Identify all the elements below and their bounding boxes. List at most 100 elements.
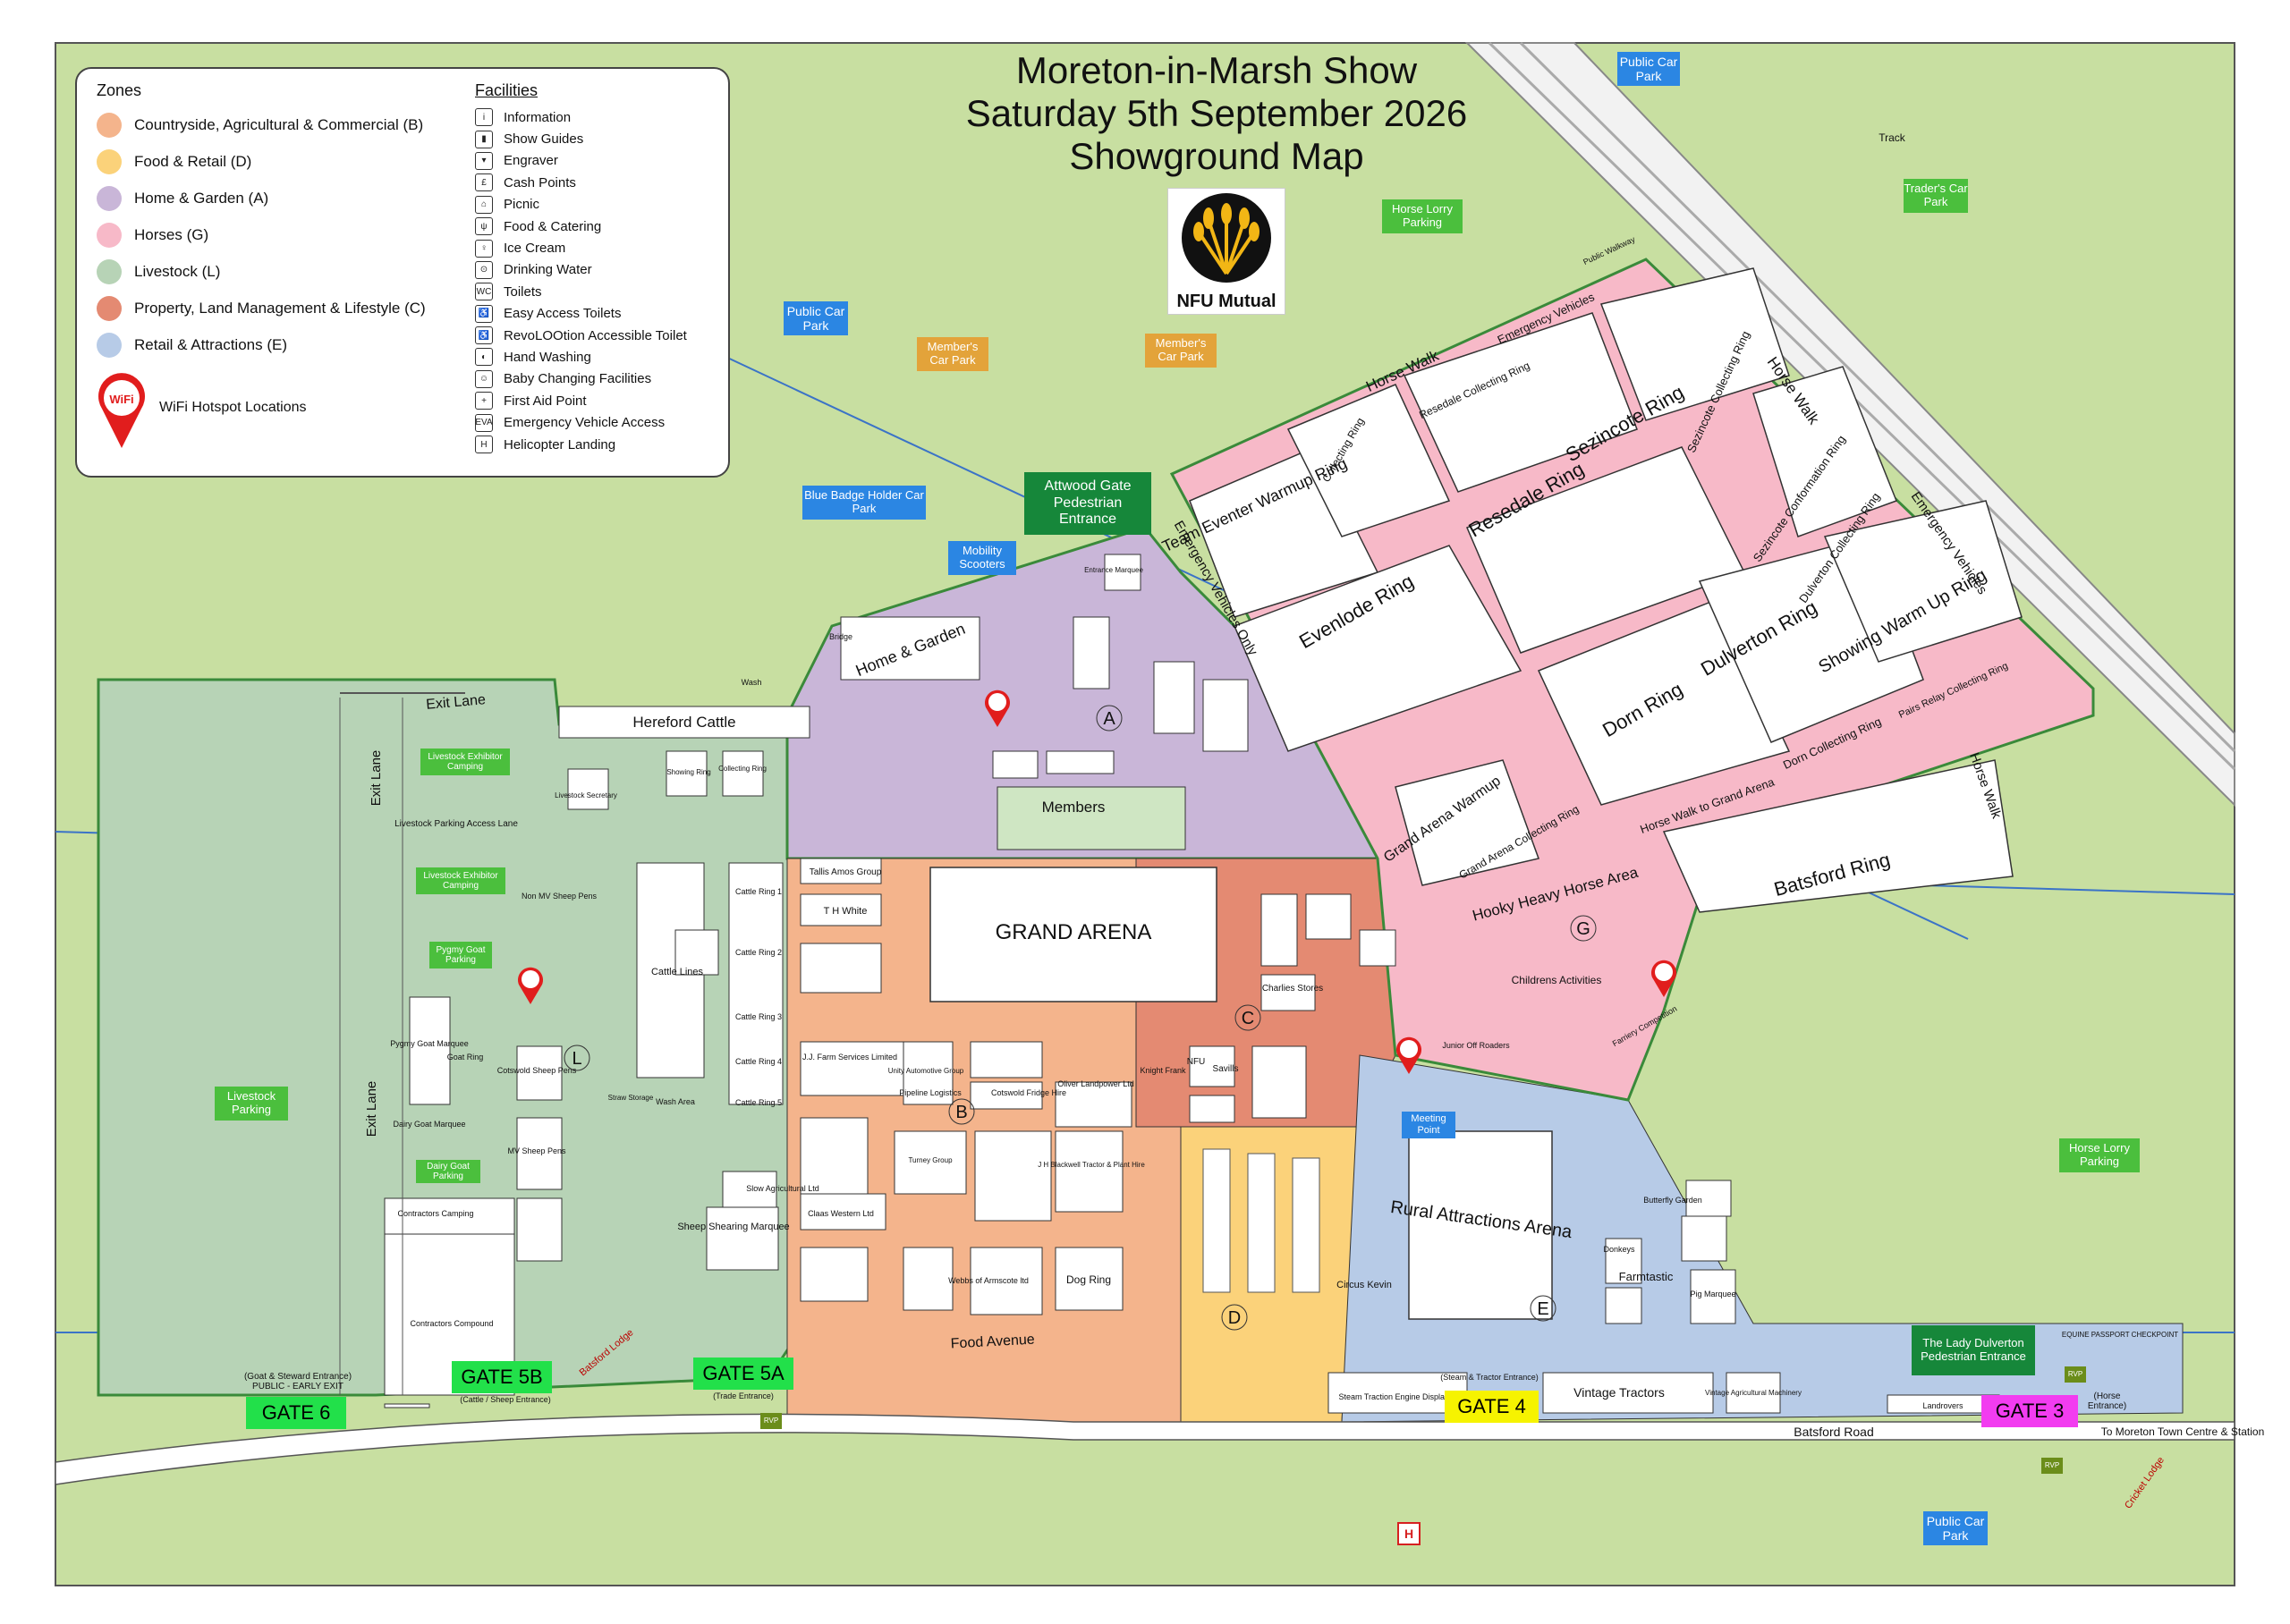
zone-label: Food & Retail (D) (134, 152, 252, 170)
pygmy-goat-parking-badge: Pygmy Goat Parking (429, 942, 492, 968)
facility-label: Ice Cream (504, 241, 566, 257)
cattle-ring-label: Cattle Ring 2 (735, 948, 782, 957)
landrovers-label: Landrovers (1922, 1401, 1963, 1410)
wash-label: Wash (742, 678, 762, 687)
zone-letter-circle (1570, 915, 1597, 942)
th-white-label: T H White (824, 906, 868, 917)
facility-label: Drinking Water (504, 262, 592, 278)
facility-label: Emergency Vehicle Access (504, 415, 666, 431)
steam-display-label: Steam Traction Engine Display (1338, 1392, 1449, 1401)
title-line2: Saturday 5th September 2026 (965, 92, 1468, 134)
gate-5a-note: (Trade Entrance) (713, 1391, 774, 1400)
vintage-tractors-label: Vintage Tractors (1573, 1385, 1665, 1400)
wifi-hotspot-icon (1650, 959, 1678, 998)
wifi-hotspot-icon (983, 689, 1012, 728)
public-car-park-badge: Public Car Park (784, 301, 848, 335)
title-line3: Showground Map (1069, 135, 1364, 177)
zone-swatch (97, 295, 122, 321)
zone-swatch (97, 112, 122, 138)
gate-4-badge: GATE 4 (1445, 1391, 1539, 1423)
jh-blackwell-label: J H Blackwell Tractor & Plant Hire (1038, 1161, 1145, 1169)
webbs-label: Webbs of Armscote ltd (948, 1276, 1029, 1285)
facility-label: Toilets (504, 283, 542, 300)
facility-legend-item: H Helicopter Landing (475, 434, 725, 455)
grand-arena-shape (929, 867, 1217, 1002)
sheep-marquee-label: Sheep Shearing Marquee (677, 1222, 789, 1232)
town-direction-label: To Moreton Town Centre & Station (2101, 1425, 2265, 1438)
cattle-ring-label: Cattle Ring 3 (735, 1012, 782, 1021)
members-car-park-badge: Member's Car Park (917, 337, 988, 371)
claas-label: Claas Western Ltd (808, 1209, 874, 1218)
jj-farm-label: J.J. Farm Services Limited (802, 1053, 897, 1062)
zone-letter-circle (1234, 1004, 1261, 1031)
zone-letter-label: C (1242, 1009, 1254, 1028)
cotswold-fridge-label: Cotswold Fridge Hire (991, 1088, 1066, 1097)
facility-legend-item: £Cash Points (475, 172, 725, 193)
zone-label: Countryside, Agricultural & Commercial (… (134, 115, 424, 133)
straw-storage-label: Straw Storage (608, 1094, 654, 1102)
facility-legend-item: ⊙Drinking Water (475, 259, 725, 281)
facility-legend-item: ▾Engraver (475, 150, 725, 172)
food-avenue-label: Food Avenue (950, 1332, 1035, 1352)
dairy-goat-parking-badge: Dairy Goat Parking (416, 1160, 480, 1183)
picnic-icon: ⌂ (475, 195, 493, 214)
exhibitor-camping-badge: Livestock Exhibitor Camping (416, 867, 505, 894)
facility-label: First Aid Point (504, 393, 587, 409)
knight-frank-label: Knight Frank (1140, 1066, 1186, 1075)
exit-lane-vertical-label: Exit Lane (364, 1081, 379, 1138)
cotswold-sheep-pens-label: Cotswold Sheep Pens (497, 1066, 577, 1075)
contractors-compound-label: Contractors Compound (410, 1319, 493, 1328)
facility-label: Engraver (504, 153, 558, 169)
gate-6-badge: GATE 6 (246, 1397, 346, 1429)
zone-letter-label: B (955, 1103, 967, 1122)
track-label: Track (1879, 131, 1906, 144)
members-car-park-badge: Member's Car Park (1145, 334, 1217, 368)
ice-cream-icon: ♀ (475, 239, 493, 258)
nfu-label: NFU (1187, 1057, 1206, 1067)
helicopter-landing-icon: H (1397, 1522, 1421, 1545)
zones-title: Zones (97, 81, 142, 99)
cattle-ring-label: Cattle Ring 4 (735, 1057, 782, 1066)
zone-legend-item: Property, Land Management & Lifestyle (C… (97, 290, 481, 326)
junior-off-roaders-label: Junior Off Roaders (1442, 1041, 1510, 1050)
exit-lane-label: Exit Lane (426, 692, 487, 713)
horse-lorry-parking-badge: Horse Lorry Parking (2059, 1138, 2140, 1172)
gate-3-badge: GATE 3 (1981, 1395, 2078, 1427)
zone-legend-item: Countryside, Agricultural & Commercial (… (97, 106, 481, 143)
zone-legend-item: Retail & Attractions (E) (97, 326, 481, 363)
accessible-toilet-icon: ♿ (475, 326, 493, 345)
facility-label: Helicopter Landing (504, 436, 616, 453)
rural-arena-shape (1408, 1130, 1553, 1320)
zone-swatch (97, 258, 122, 284)
facility-label: Information (504, 109, 572, 125)
livestock-parking-badge: Livestock Parking (215, 1087, 288, 1121)
exit-lane-vertical-label: Exit Lane (369, 750, 384, 807)
batsford-road (55, 1413, 2235, 1485)
easy-access-icon: ♿ (475, 304, 493, 323)
members-label: Members (1042, 799, 1106, 816)
zone-legend-item: Home & Garden (A) (97, 180, 481, 216)
lady-dulverton-gate-badge: The Lady Dulverton Pedestrian Entrance (1912, 1325, 2035, 1375)
blue-badge-parking-badge: Blue Badge Holder Car Park (802, 486, 926, 520)
circus-label: Circus Kevin (1336, 1280, 1392, 1290)
public-car-park-badge: Public Car Park (1617, 52, 1680, 86)
zone-legend-item: Food & Retail (D) (97, 143, 481, 180)
turney-label: Turney Group (908, 1156, 953, 1164)
facility-legend-item: ▮Show Guides (475, 128, 725, 149)
zone-swatch (97, 185, 122, 211)
helicopter-icon: H (475, 436, 493, 454)
dairy-goat-marquee-label: Dairy Goat Marquee (393, 1120, 465, 1129)
wifi-pin-label: WiFi (109, 393, 133, 406)
facility-label: Baby Changing Facilities (504, 371, 652, 387)
livestock-access-label: Livestock Parking Access Lane (394, 819, 518, 829)
dog-ring-label: Dog Ring (1066, 1273, 1111, 1286)
childrens-activities-label: Childrens Activities (1512, 974, 1602, 986)
zone-letter-circle (1530, 1295, 1556, 1322)
entrance-marquee-label: Entrance Marquee (1084, 566, 1143, 574)
cash-icon: £ (475, 173, 493, 192)
cattle-lines-label: Cattle Lines (651, 967, 704, 977)
horse-rings (1189, 267, 2023, 913)
